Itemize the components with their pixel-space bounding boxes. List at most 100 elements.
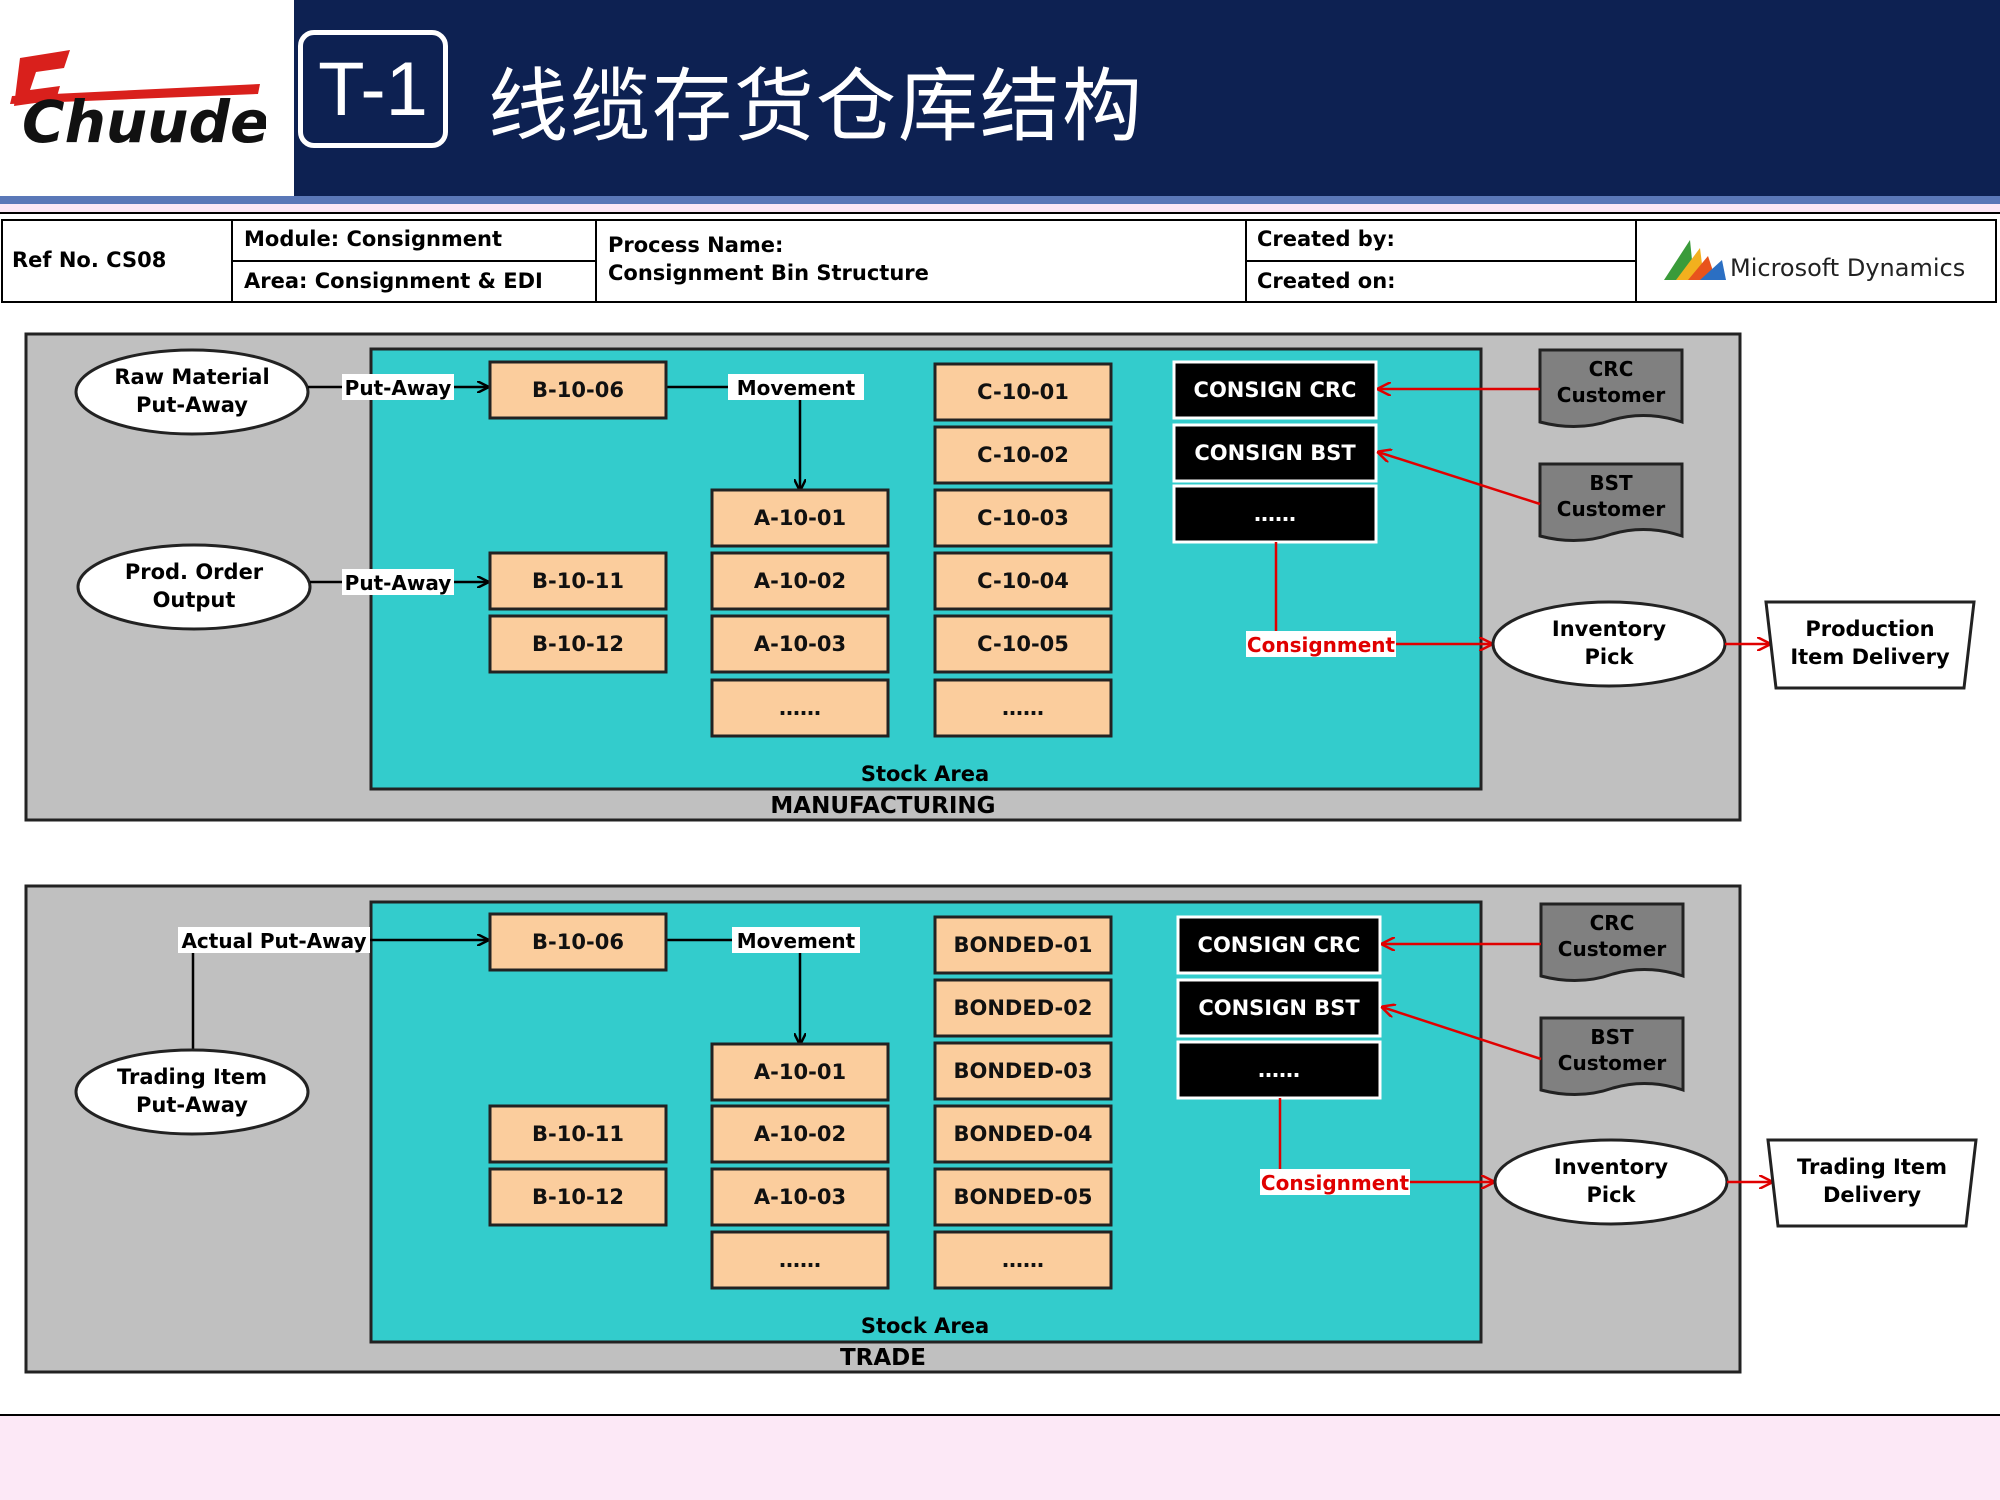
mfg-a-bin-label: …… — [779, 696, 821, 720]
trading-item-label-2: Put-Away — [136, 1093, 248, 1117]
mfg-c-bin-label: C-10-05 — [977, 632, 1069, 656]
mfg-a-bin-box — [710, 614, 890, 674]
microsoft-dynamics-text: Microsoft Dynamics — [1730, 254, 1965, 282]
trd-consign-bin-box — [1176, 1040, 1382, 1100]
consignment-label: Consignment — [1247, 633, 1396, 657]
ref-no: Ref No. CS08 — [12, 248, 166, 272]
mfg-b-bin-label: B-10-06 — [532, 378, 624, 402]
trd-a-bin-box — [710, 1104, 890, 1164]
crc-customer-doc: CRC Customer — [1538, 348, 1684, 429]
manufacturing-section-label: MANUFACTURING — [770, 793, 995, 819]
trade-inventory-pick-label-1: Inventory — [1554, 1155, 1668, 1179]
trd-consign-bin-label: …… — [1258, 1058, 1300, 1082]
inventory-pick-label-2: Pick — [1584, 645, 1634, 669]
manufacturing-section: Stock Area MANUFACTURING Raw Material Pu… — [24, 332, 1976, 822]
raw-material-putaway-node — [74, 348, 310, 436]
mfg-b-bin-box — [488, 360, 668, 420]
mfg-c-bin-label: C-10-01 — [977, 380, 1069, 404]
movement-label: Movement — [737, 376, 856, 400]
trade-crc-customer-label-1: CRC — [1590, 911, 1635, 935]
mfg-a-bin-box — [710, 678, 890, 738]
trade-inventory-pick-label-2: Pick — [1586, 1183, 1636, 1207]
title-banner: Chuudee T-1 线缆存货仓库结构 — [0, 0, 2000, 200]
area: Area: Consignment & EDI — [244, 269, 543, 293]
trd-bonded-bin-box — [933, 1230, 1113, 1290]
process-name-label: Process Name: — [608, 233, 783, 257]
crc-customer-label-2: Customer — [1557, 383, 1666, 407]
trade-bst-consign-arrow — [1382, 1007, 1542, 1061]
crc-customer-label-1: CRC — [1589, 357, 1634, 381]
trd-a-bin-label: A-10-02 — [754, 1122, 846, 1146]
mfg-b-bin-label: B-10-11 — [532, 569, 624, 593]
trade-stock-area-label: Stock Area — [861, 1314, 989, 1338]
mfg-c-bin-box — [933, 678, 1113, 738]
mfg-c-bin-label: C-10-04 — [977, 569, 1069, 593]
mfg-c-bin-label: …… — [1002, 696, 1044, 720]
manufacturing-stock-area-label: Stock Area — [861, 762, 989, 786]
slide-badge: T-1 — [298, 30, 448, 148]
logo-text: Chuudee — [22, 88, 266, 156]
info-table: Ref No. CS08 Module: Consignment Area: C… — [1, 219, 1997, 303]
trd-a-bin-label: …… — [779, 1248, 821, 1272]
banner-stripe — [0, 196, 2000, 204]
bst-consign-arrow — [1378, 452, 1541, 506]
bin-structure-diagram: Ref No. CS08 Module: Consignment Area: C… — [1, 219, 1997, 1374]
actual-putaway-label-bg — [178, 927, 370, 953]
trade-bst-customer-label-1: BST — [1590, 1025, 1634, 1049]
trd-b-bin-box — [488, 1167, 668, 1227]
trade-delivery-label-1: Trading Item — [1797, 1155, 1947, 1179]
prod-order-label-2: Output — [153, 588, 236, 612]
trade-consignment-label-bg — [1260, 1169, 1410, 1195]
mfg-c-bin-box — [933, 614, 1113, 674]
production-delivery-node — [1764, 600, 1976, 690]
trd-bonded-bin-label: BONDED-03 — [954, 1059, 1093, 1083]
consignment-label-bg — [1246, 631, 1396, 657]
bst-customer-label-1: BST — [1589, 471, 1633, 495]
delivery-label-1: Production — [1805, 617, 1934, 641]
trd-b-bin-label: B-10-12 — [532, 1185, 624, 1209]
trd-bonded-bin-box — [933, 978, 1113, 1038]
trade-bst-customer-label-2: Customer — [1558, 1051, 1667, 1075]
mfg-c-bin-box — [933, 425, 1113, 485]
mfg-consign-bin-label: …… — [1254, 502, 1296, 526]
bst-customer-doc: BST Customer — [1538, 462, 1684, 543]
mfg-a-bin-label: A-10-03 — [754, 632, 846, 656]
banner-divider — [266, 0, 294, 200]
mfg-c-bin-label: C-10-02 — [977, 443, 1069, 467]
trd-consign-bin-box — [1176, 978, 1382, 1038]
actual-putaway-label: Actual Put-Away — [181, 929, 366, 953]
delivery-label-2: Item Delivery — [1790, 645, 1950, 669]
trading-item-label-1: Trading Item — [117, 1065, 267, 1089]
putaway-label-bg-2 — [342, 569, 454, 595]
trd-a-bin-box — [710, 1042, 890, 1102]
company-logo-mark: Chuudee — [10, 50, 309, 156]
mfg-b-bin-box — [488, 551, 668, 611]
raw-material-label-2: Put-Away — [136, 393, 248, 417]
trd-b-bin-box — [488, 1104, 668, 1164]
company-logo: Chuudee — [0, 0, 309, 200]
trd-a-bin-box — [710, 1230, 890, 1290]
trd-bonded-bin-label: BONDED-04 — [954, 1122, 1093, 1146]
mfg-consign-bin-label: CONSIGN CRC — [1194, 378, 1357, 402]
mfg-a-bin-label: A-10-02 — [754, 569, 846, 593]
prod-order-output-node — [76, 543, 312, 631]
trade-crc-customer-doc: CRC Customer — [1539, 902, 1685, 983]
trd-bonded-bin-box — [933, 1104, 1113, 1164]
trading-item-putaway-node — [74, 1048, 310, 1136]
process-sheet: Ref No. CS08 Module: Consignment Area: C… — [0, 212, 2000, 1416]
prod-order-label-1: Prod. Order — [125, 560, 264, 584]
inventory-pick-node — [1491, 600, 1727, 688]
mfg-a-bin-box — [710, 488, 890, 548]
trade-delivery-label-2: Delivery — [1823, 1183, 1921, 1207]
putaway-label-2: Put-Away — [345, 571, 452, 595]
mfg-b-bin-box — [488, 614, 668, 674]
trd-b-bin-box — [488, 912, 668, 972]
trd-consign-bin-label: CONSIGN CRC — [1198, 933, 1361, 957]
mfg-consign-bin-label: CONSIGN BST — [1194, 441, 1356, 465]
trd-b-bin-label: B-10-11 — [532, 1122, 624, 1146]
module: Module: Consignment — [244, 227, 502, 251]
mfg-a-bin-box — [710, 551, 890, 611]
trd-consign-bin-box — [1176, 915, 1382, 975]
trd-a-bin-box — [710, 1167, 890, 1227]
trd-bonded-bin-label: BONDED-02 — [954, 996, 1093, 1020]
